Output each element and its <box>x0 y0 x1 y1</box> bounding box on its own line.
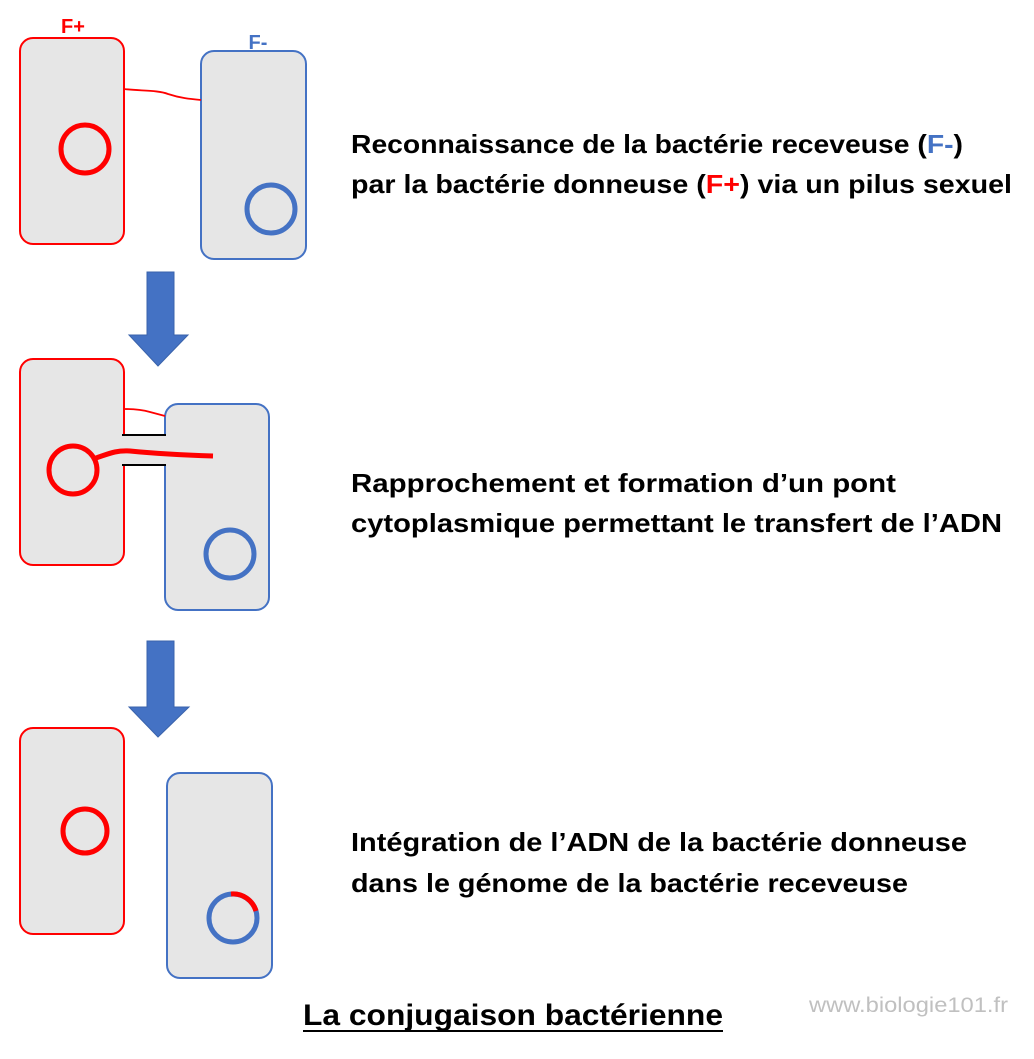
down-arrow-1 <box>127 271 190 367</box>
step-3-line-2: dans le génome de la bactérie receveuse <box>351 868 908 898</box>
sex-pilus <box>123 408 166 417</box>
step-1-line-2: par la bactérie donneuse (F+) via un pil… <box>351 169 1012 199</box>
donor-cell <box>19 358 125 566</box>
recipient-label: F- <box>249 32 268 54</box>
donor-cell <box>19 37 125 245</box>
donor-plasmid <box>60 806 110 856</box>
integrated-dna-segment <box>230 891 259 912</box>
watermark: www.biologie101.fr <box>808 994 1008 1017</box>
step-1-line-1: Reconnaissance de la bactérie receveuse … <box>351 129 963 159</box>
step-2-illustration <box>19 358 270 611</box>
recipient-chromosome <box>244 182 298 236</box>
transferred-dna-strand <box>95 448 214 461</box>
step-1-illustration: F+ F- <box>19 16 307 260</box>
donor-cell <box>19 727 125 935</box>
diagram-title: La conjugaison bactérienne <box>303 999 723 1032</box>
recipient-cell <box>164 403 270 611</box>
donor-label: F+ <box>61 16 85 38</box>
down-arrow-2 <box>127 640 191 738</box>
recipient-cell <box>200 50 307 260</box>
step-2-line-1: Rapprochement et formation d’un pont <box>351 468 896 498</box>
step-2-line-2: cytoplasmique permettant le transfert de… <box>351 508 1002 538</box>
donor-plasmid <box>46 443 100 497</box>
step-3-illustration <box>19 727 273 979</box>
sex-pilus <box>123 88 202 101</box>
recipient-cell <box>166 772 273 979</box>
recipient-chromosome <box>203 527 257 581</box>
step-3-line-1: Intégration de l’ADN de la bactérie donn… <box>351 827 967 857</box>
donor-plasmid <box>58 122 112 176</box>
